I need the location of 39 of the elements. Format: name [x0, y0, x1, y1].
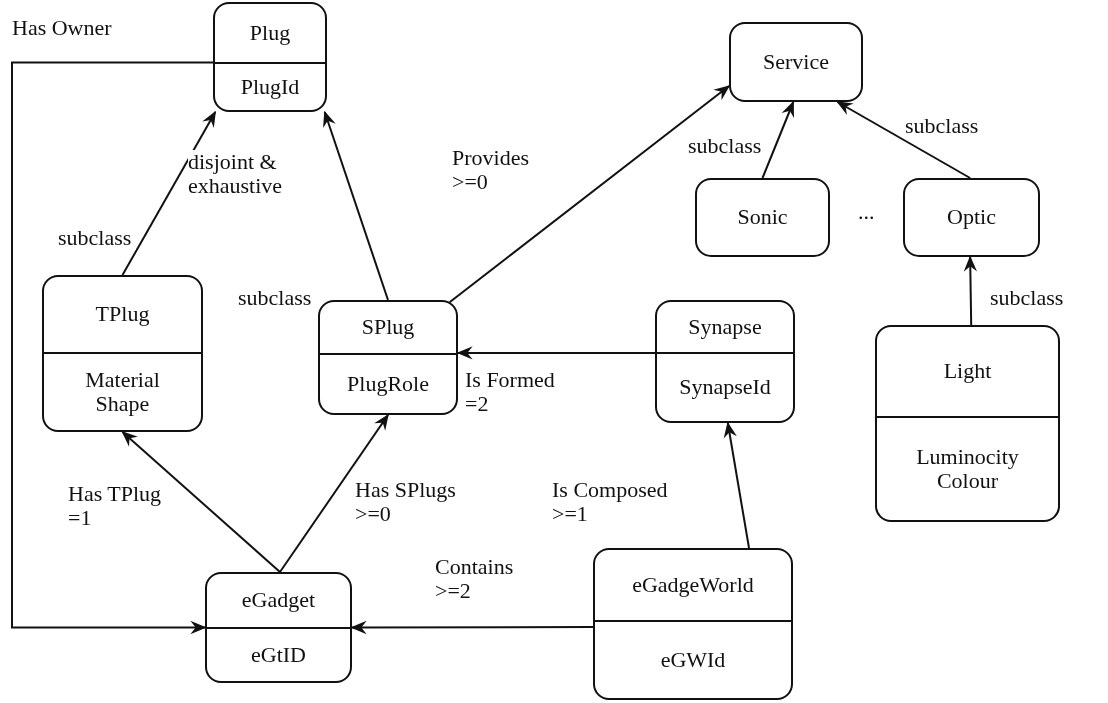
- class-name: Light: [943, 359, 992, 384]
- arrow: [456, 346, 656, 360]
- class-name: SPlug: [361, 315, 415, 340]
- arrow: [350, 620, 594, 635]
- arrow: [963, 255, 978, 326]
- class-name: Sonic: [737, 205, 788, 230]
- class-box: [875, 325, 1060, 522]
- class-name: TPlug: [95, 302, 150, 327]
- attribute-list: SynapseId: [679, 375, 771, 400]
- arrow: [836, 101, 972, 179]
- class-name: Service: [763, 49, 829, 75]
- class-box: [318, 300, 458, 415]
- class-box: [695, 178, 830, 257]
- attribute-list: eGtID: [251, 642, 306, 668]
- arrow: [761, 100, 795, 179]
- attribute-list: PlugId: [240, 74, 300, 100]
- class-name: eGadget: [241, 588, 316, 613]
- class-box: [655, 300, 795, 423]
- arrow: [323, 110, 389, 301]
- class-box: [205, 572, 352, 683]
- arrow: [121, 431, 281, 573]
- attribute-list: PlugRole: [347, 371, 429, 397]
- class-box: [903, 178, 1040, 257]
- attribute-list: Material Shape: [66, 367, 179, 417]
- attribute-list: eGWId: [660, 647, 726, 673]
- class-box: [213, 2, 327, 112]
- class-name: Synapse: [688, 314, 762, 340]
- arrow: [278, 413, 389, 573]
- arrow: [11, 61, 214, 635]
- class-name: eGadgeWorld: [632, 572, 754, 598]
- class-box: [42, 275, 203, 432]
- class-name: Plug: [249, 20, 291, 46]
- arrow: [723, 421, 750, 549]
- class-name: Optic: [947, 205, 996, 230]
- attribute-list: Luminocity Colour: [901, 444, 1034, 494]
- arrow: [448, 85, 731, 304]
- class-box: [729, 22, 863, 102]
- class-box: [593, 548, 793, 700]
- arrow: [121, 110, 217, 276]
